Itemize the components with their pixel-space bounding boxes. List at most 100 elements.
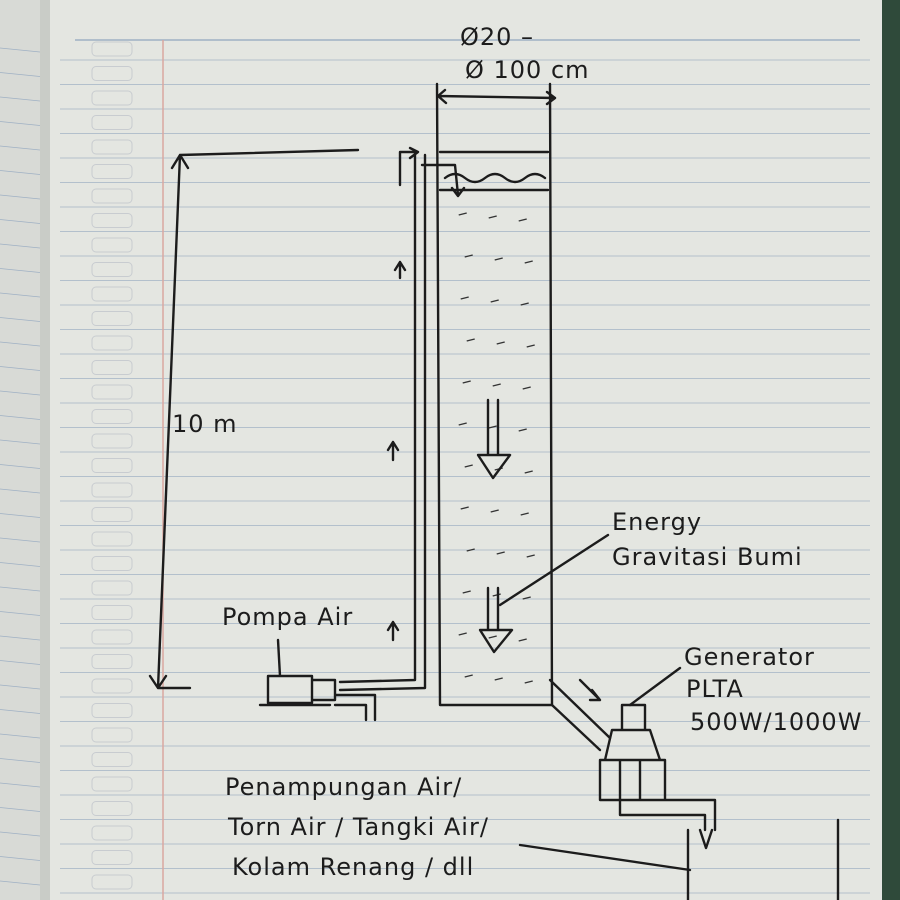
water-dash — [524, 680, 533, 684]
water-dash — [466, 338, 475, 342]
left-rule — [0, 268, 41, 273]
pump-pipe — [338, 146, 466, 692]
margin-box — [91, 66, 133, 81]
left-rule — [0, 831, 41, 837]
water-dash — [464, 674, 473, 678]
water-surface — [443, 172, 547, 184]
water-dash — [464, 254, 473, 258]
left-rule — [0, 72, 41, 77]
reservoir — [686, 818, 840, 900]
outlet-pipe — [548, 678, 612, 752]
water-dash — [458, 632, 467, 636]
water-dash — [520, 302, 529, 306]
water-dash — [488, 215, 497, 219]
margin-box — [91, 90, 133, 106]
water-dash — [492, 383, 501, 387]
margin-box — [91, 213, 133, 228]
water-dash — [462, 590, 471, 594]
margin-box — [91, 335, 133, 351]
margin-box — [91, 678, 133, 694]
margin-box — [91, 139, 133, 155]
left-rule — [0, 219, 41, 224]
margin-box — [91, 654, 133, 669]
water-tank — [435, 82, 554, 707]
generator-label-line2: PLTA — [686, 675, 744, 703]
water-dash — [518, 428, 527, 432]
left-rule — [0, 856, 41, 861]
left-rule — [0, 758, 41, 763]
water-dash — [488, 425, 497, 429]
left-rule — [0, 415, 41, 420]
left-rule — [0, 684, 41, 690]
left-rule — [0, 611, 41, 616]
left-rule — [0, 96, 41, 102]
margin-box — [91, 188, 133, 204]
margin-box — [91, 776, 133, 792]
left-rule — [0, 586, 41, 592]
down-arrow-2 — [478, 586, 514, 654]
left-rule — [0, 317, 41, 322]
water-dash — [494, 257, 503, 261]
water-dash — [526, 344, 535, 348]
height-dimension — [148, 148, 360, 690]
margin-box — [91, 433, 133, 449]
reservoir-label-line3: Kolam Renang / dll — [232, 853, 474, 881]
flow-arrows-up — [386, 260, 407, 642]
water-dash — [520, 512, 529, 516]
water-dash — [464, 464, 473, 468]
margin-box — [91, 164, 133, 179]
left-rule — [0, 145, 41, 151]
generator — [598, 703, 717, 832]
left-rule — [0, 537, 41, 543]
left-rule — [0, 464, 41, 469]
ruled-lines — [60, 39, 870, 894]
margin-box — [91, 874, 133, 890]
height-label: 10 m — [172, 410, 238, 438]
water-dash — [518, 638, 527, 642]
margin-box — [91, 556, 133, 571]
left-rule — [0, 733, 41, 739]
water-dash — [522, 386, 531, 390]
margin-box — [91, 801, 133, 816]
water-dash — [526, 554, 535, 558]
water-dash — [460, 506, 469, 510]
left-rule — [0, 660, 41, 665]
diameter-top-label: Ø20 – — [460, 23, 534, 51]
margin-box — [91, 384, 133, 400]
left-rule — [0, 292, 41, 298]
reservoir-label-line2: Torn Air / Tangki Air/ — [227, 813, 489, 841]
water-dash — [490, 299, 499, 303]
water-dash — [462, 380, 471, 384]
left-rule — [0, 782, 41, 788]
left-rule — [0, 488, 41, 494]
water-dash — [488, 635, 497, 639]
water-dash — [518, 218, 527, 222]
water-dash — [458, 422, 467, 426]
left-rule — [0, 562, 41, 567]
left-rule — [0, 170, 41, 175]
page-gutter — [40, 0, 50, 900]
water-dash — [524, 470, 533, 474]
margin-box — [91, 580, 133, 596]
margin-box — [91, 703, 133, 718]
outflow-arrow — [698, 828, 714, 850]
left-rule — [0, 709, 41, 714]
water-dash — [460, 296, 469, 300]
left-rule — [0, 47, 41, 53]
left-rule — [0, 439, 41, 445]
margin-box — [91, 850, 133, 865]
water-dash — [494, 677, 503, 681]
margin-box — [91, 311, 133, 326]
left-rule — [0, 390, 41, 396]
pump-label: Pompa Air — [222, 603, 353, 631]
reservoir-pointer — [518, 843, 692, 872]
margin-box — [91, 360, 133, 375]
water-dash — [490, 509, 499, 513]
margin-box — [91, 286, 133, 302]
margin-box — [91, 727, 133, 743]
energy-label-line1: Energy — [612, 508, 702, 536]
water-dash — [458, 212, 467, 216]
water-pump — [258, 638, 377, 722]
diameter-main-label: Ø 100 cm — [465, 56, 590, 84]
